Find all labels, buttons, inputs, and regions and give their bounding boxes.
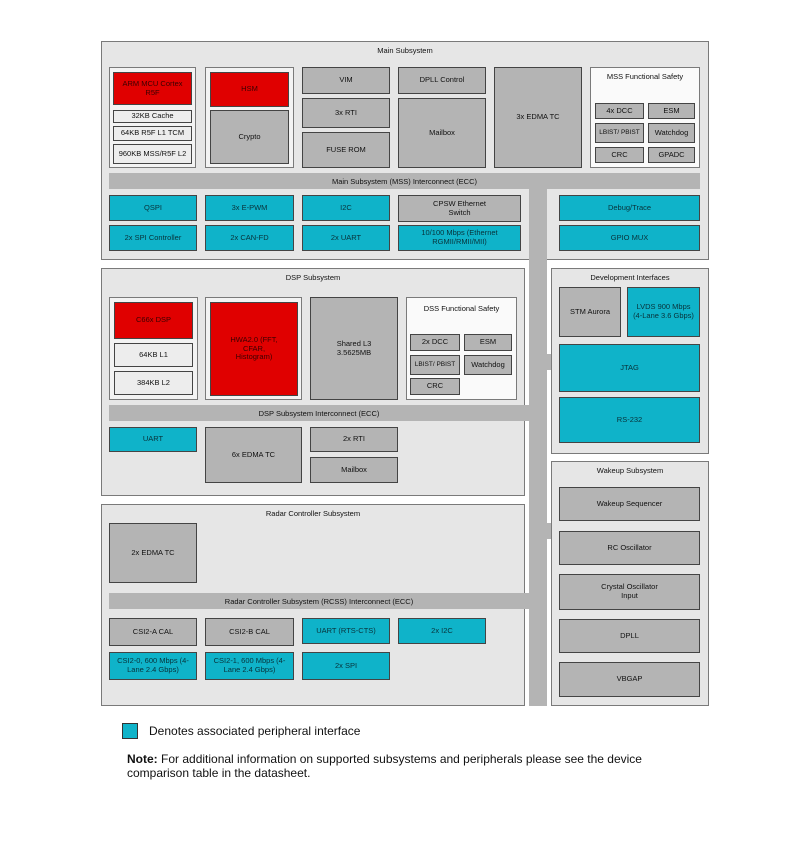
- fuse-rom-block: FUSE ROM: [302, 132, 390, 168]
- dsp-mailbox: Mailbox: [310, 457, 398, 483]
- csi2-0-periph: CSI2-0, 600 Mbps (4-Lane 2.4 Gbps): [109, 652, 197, 680]
- rc-oscillator: RC Oscillator: [559, 531, 700, 565]
- csi2-a-cal: CSI2-A CAL: [109, 618, 197, 646]
- c66x-dsp: C66x DSP: [114, 302, 193, 339]
- dss-safety-title: DSS Functional Safety: [423, 304, 500, 313]
- dss-esm: ESM: [464, 334, 512, 351]
- rs232-periph: RS-232: [559, 397, 700, 443]
- dsp-edma-tc: 6x EDMA TC: [205, 427, 302, 483]
- hsm-block: HSM: [210, 72, 289, 107]
- development-interfaces-title: Development Interfaces: [590, 273, 670, 282]
- mss-lbist: LBIST/ PBIST: [595, 123, 644, 143]
- radar-subsystem-title: Radar Controller Subsystem: [265, 509, 361, 518]
- qspi-periph: QSPI: [109, 195, 197, 221]
- note: Note: For additional information on supp…: [127, 752, 687, 780]
- dsp-rti: 2x RTI: [310, 427, 398, 452]
- radar-i2c-periph: 2x I2C: [398, 618, 486, 644]
- dss-watchdog: Watchdog: [464, 355, 512, 375]
- radar-spi-periph: 2x SPI: [302, 652, 390, 680]
- bus-link-wakeup: [547, 523, 551, 539]
- cpsw-block: CPSW Ethernet Switch: [398, 195, 521, 222]
- lvds-periph: LVDS 900 Mbps (4-Lane 3.6 Gbps): [627, 287, 700, 337]
- hwa-accelerator: HWA2.0 (FFT, CFAR, Histogram): [210, 302, 298, 396]
- ethernet-periph: 10/100 Mbps (Ethernet RGMII/RMII/MII): [398, 225, 521, 251]
- main-subsystem-title: Main Subsystem: [377, 46, 433, 55]
- dss-lbist: LBIST/ PBIST: [410, 355, 460, 375]
- can-fd-periph: 2x CAN-FD: [205, 225, 294, 251]
- dpll-block: DPLL: [559, 619, 700, 653]
- radar-uart-periph: UART (RTS-CTS): [302, 618, 390, 644]
- uart-periph: 2x UART: [302, 225, 390, 251]
- mcu-cache: 32KB Cache: [113, 110, 192, 123]
- i2c-periph: I2C: [302, 195, 390, 221]
- dss-dcc: 2x DCC: [410, 334, 460, 351]
- spi-controller-periph: 2x SPI Controller: [109, 225, 197, 251]
- legend-text: Denotes associated peripheral interface: [149, 724, 361, 738]
- edma-tc-block: 3x EDMA TC: [494, 67, 582, 168]
- dsp-uart-periph: UART: [109, 427, 197, 452]
- mss-crc: CRC: [595, 147, 644, 163]
- arm-r5f-core: ARM MCU Cortex R5F: [113, 72, 192, 105]
- mss-esm: ESM: [648, 103, 695, 119]
- rcss-interconnect-bus: Radar Controller Subsystem (RCSS) Interc…: [109, 593, 529, 609]
- dss-crc: CRC: [410, 378, 460, 395]
- radar-edma-tc: 2x EDMA TC: [109, 523, 197, 583]
- note-text: For additional information on supported …: [127, 752, 642, 780]
- mss-dcc: 4x DCC: [595, 103, 644, 119]
- mcu-l2: 960KB MSS/R5F L2: [113, 144, 192, 164]
- csi2-b-cal: CSI2-B CAL: [205, 618, 294, 646]
- debug-trace-periph: Debug/Trace: [559, 195, 700, 221]
- csi2-1-periph: CSI2-1, 600 Mbps (4-Lane 2.4 Gbps): [205, 652, 294, 680]
- vim-block: VIM: [302, 67, 390, 94]
- dsp-interconnect-bus: DSP Subsystem Interconnect (ECC): [109, 405, 529, 421]
- mss-watchdog: Watchdog: [648, 123, 695, 143]
- mss-safety-title: MSS Functional Safety: [606, 72, 684, 81]
- mss-interconnect-bus: Main Subsystem (MSS) Interconnect (ECC): [109, 173, 700, 189]
- gpio-mux-periph: GPIO MUX: [559, 225, 700, 251]
- rti-block: 3x RTI: [302, 98, 390, 128]
- dsp-l1: 64KB L1: [114, 343, 193, 367]
- epwm-periph: 3x E-PWM: [205, 195, 294, 221]
- mailbox-block: Mailbox: [398, 98, 486, 168]
- jtag-periph: JTAG: [559, 344, 700, 392]
- bus-link-dev: [547, 354, 551, 370]
- mcu-tcm: 64KB R5F L1 TCM: [113, 126, 192, 141]
- stm-aurora: STM Aurora: [559, 287, 621, 337]
- vbgap-block: VBGAP: [559, 662, 700, 697]
- wakeup-sequencer: Wakeup Sequencer: [559, 487, 700, 521]
- crypto-block: Crypto: [210, 110, 289, 164]
- legend-swatch: [122, 723, 138, 739]
- dpll-control-block: DPLL Control: [398, 67, 486, 94]
- note-label: Note:: [127, 752, 158, 766]
- system-vertical-bus: [529, 189, 547, 706]
- shared-l3: Shared L3 3.5625MB: [310, 297, 398, 400]
- mss-gpadc: GPADC: [648, 147, 695, 163]
- crystal-oscillator: Crystal Oscillator Input: [559, 574, 700, 610]
- dsp-subsystem-title: DSP Subsystem: [285, 273, 341, 282]
- dsp-l2: 384KB L2: [114, 371, 193, 395]
- wakeup-subsystem-title: Wakeup Subsystem: [596, 466, 664, 475]
